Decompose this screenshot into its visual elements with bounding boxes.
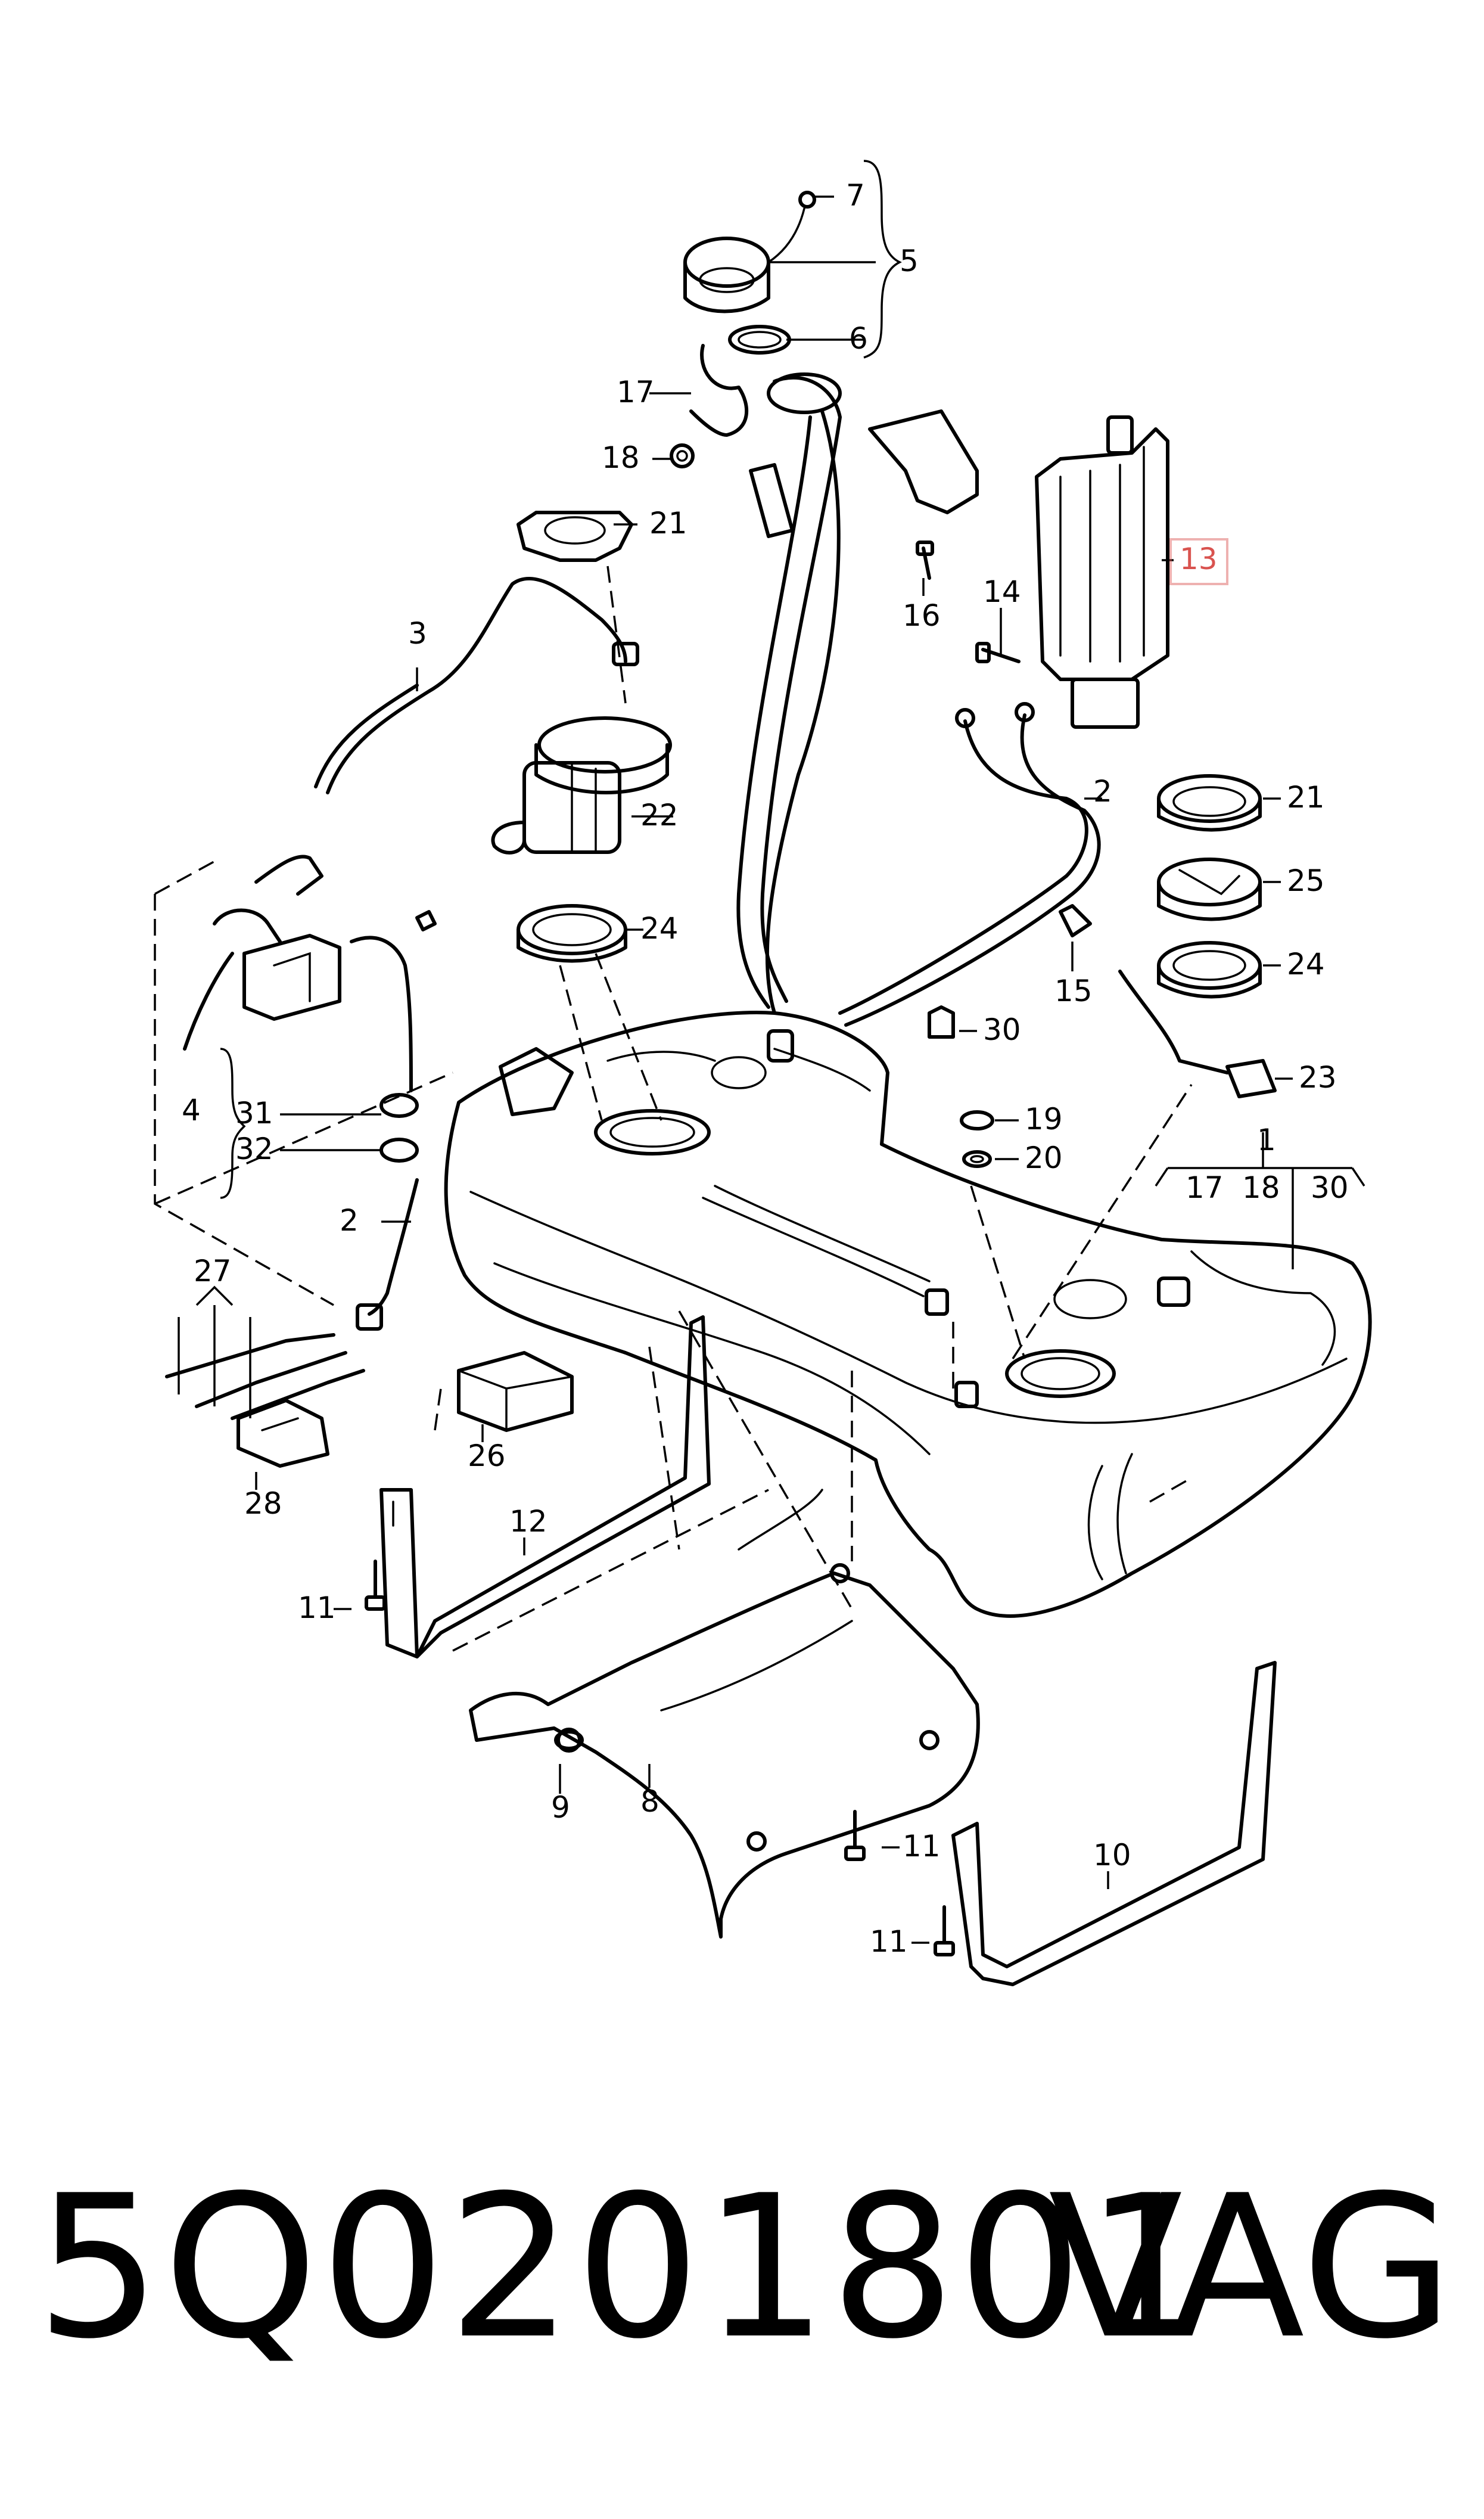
callout-18-tank: 18 (1242, 1170, 1280, 1205)
callout-13: 13 (1180, 542, 1218, 576)
small-parts (928, 904, 1092, 1168)
callout-30-pipe: 30 (983, 1012, 1021, 1047)
fuel-cap (683, 191, 816, 355)
callout-17-top: 17 (617, 375, 655, 409)
callout-24-left: 24 (640, 911, 679, 946)
fuel-line-right (838, 702, 1101, 1027)
assembly-leaders (154, 566, 1193, 1652)
filler-wiring (670, 344, 748, 468)
fuel-line-2-left (356, 1178, 419, 1331)
callout-11-mid: 11 (903, 1829, 941, 1863)
callout-labels: 1 2 2 3 4 5 6 7 8 9 10 11 11 11 12 13 14… (182, 178, 1349, 1959)
callout-2-left: 2 (340, 1203, 359, 1238)
charcoal-canister (1035, 415, 1169, 729)
fuel-sender-right (1118, 774, 1277, 1098)
fuel-tank (444, 1011, 1372, 1618)
fuel-pump-left (491, 511, 672, 963)
callout-28: 28 (244, 1486, 282, 1521)
callout-7: 7 (846, 178, 865, 213)
heat-shield (469, 1489, 980, 1939)
strap-12 (379, 1315, 711, 1658)
callout-31: 31 (235, 1096, 273, 1130)
callout-2-right: 2 (1093, 774, 1112, 809)
callout-18-top: 18 (602, 440, 640, 475)
callout-25: 25 (1287, 864, 1325, 898)
callout-26: 26 (468, 1439, 506, 1473)
filler-neck (736, 372, 979, 1015)
bolts (365, 541, 1021, 1956)
callout-23: 23 (1299, 1060, 1337, 1095)
callout-12: 12 (509, 1504, 547, 1539)
brand-name: VAG (1048, 2153, 1454, 2382)
callout-16: 16 (903, 598, 941, 633)
callout-17-tank: 17 (1186, 1170, 1224, 1205)
callout-22: 22 (640, 798, 679, 833)
callout-10: 10 (1093, 1838, 1131, 1872)
control-module-26 (457, 1351, 574, 1432)
callout-19: 19 (1025, 1102, 1063, 1136)
callout-5: 5 (900, 244, 919, 278)
callout-14: 14 (983, 574, 1021, 609)
callout-3: 3 (408, 616, 427, 651)
callout-20: 20 (1025, 1141, 1063, 1175)
callout-24-right: 24 (1287, 947, 1325, 981)
callout-4: 4 (182, 1093, 201, 1128)
callout-8: 8 (640, 1784, 659, 1819)
control-unit-4 (183, 855, 437, 1163)
brake-lines-27 (165, 1333, 365, 1468)
callout-9: 9 (551, 1790, 570, 1825)
callout-27: 27 (194, 1254, 232, 1288)
part-number: 5Q0201801 (36, 2153, 1213, 2382)
callout-30-tank: 30 (1311, 1170, 1349, 1205)
callout-11-bottom: 11 (870, 1924, 908, 1959)
callout-15: 15 (1054, 974, 1093, 1008)
callout-11-left: 11 (298, 1591, 336, 1625)
callout-1: 1 (1257, 1123, 1276, 1157)
callout-21-right: 21 (1287, 780, 1325, 815)
callout-13-highlight-box (1169, 538, 1228, 585)
strap-10 (951, 1661, 1277, 1986)
fuel-line-3 (314, 576, 639, 794)
callout-leaders (178, 160, 1365, 1944)
footer: 5Q0201801 VAG (36, 2169, 1454, 2437)
callout-6: 6 (849, 321, 868, 356)
callout-32: 32 (235, 1132, 273, 1166)
callout-21-left: 21 (649, 506, 687, 541)
